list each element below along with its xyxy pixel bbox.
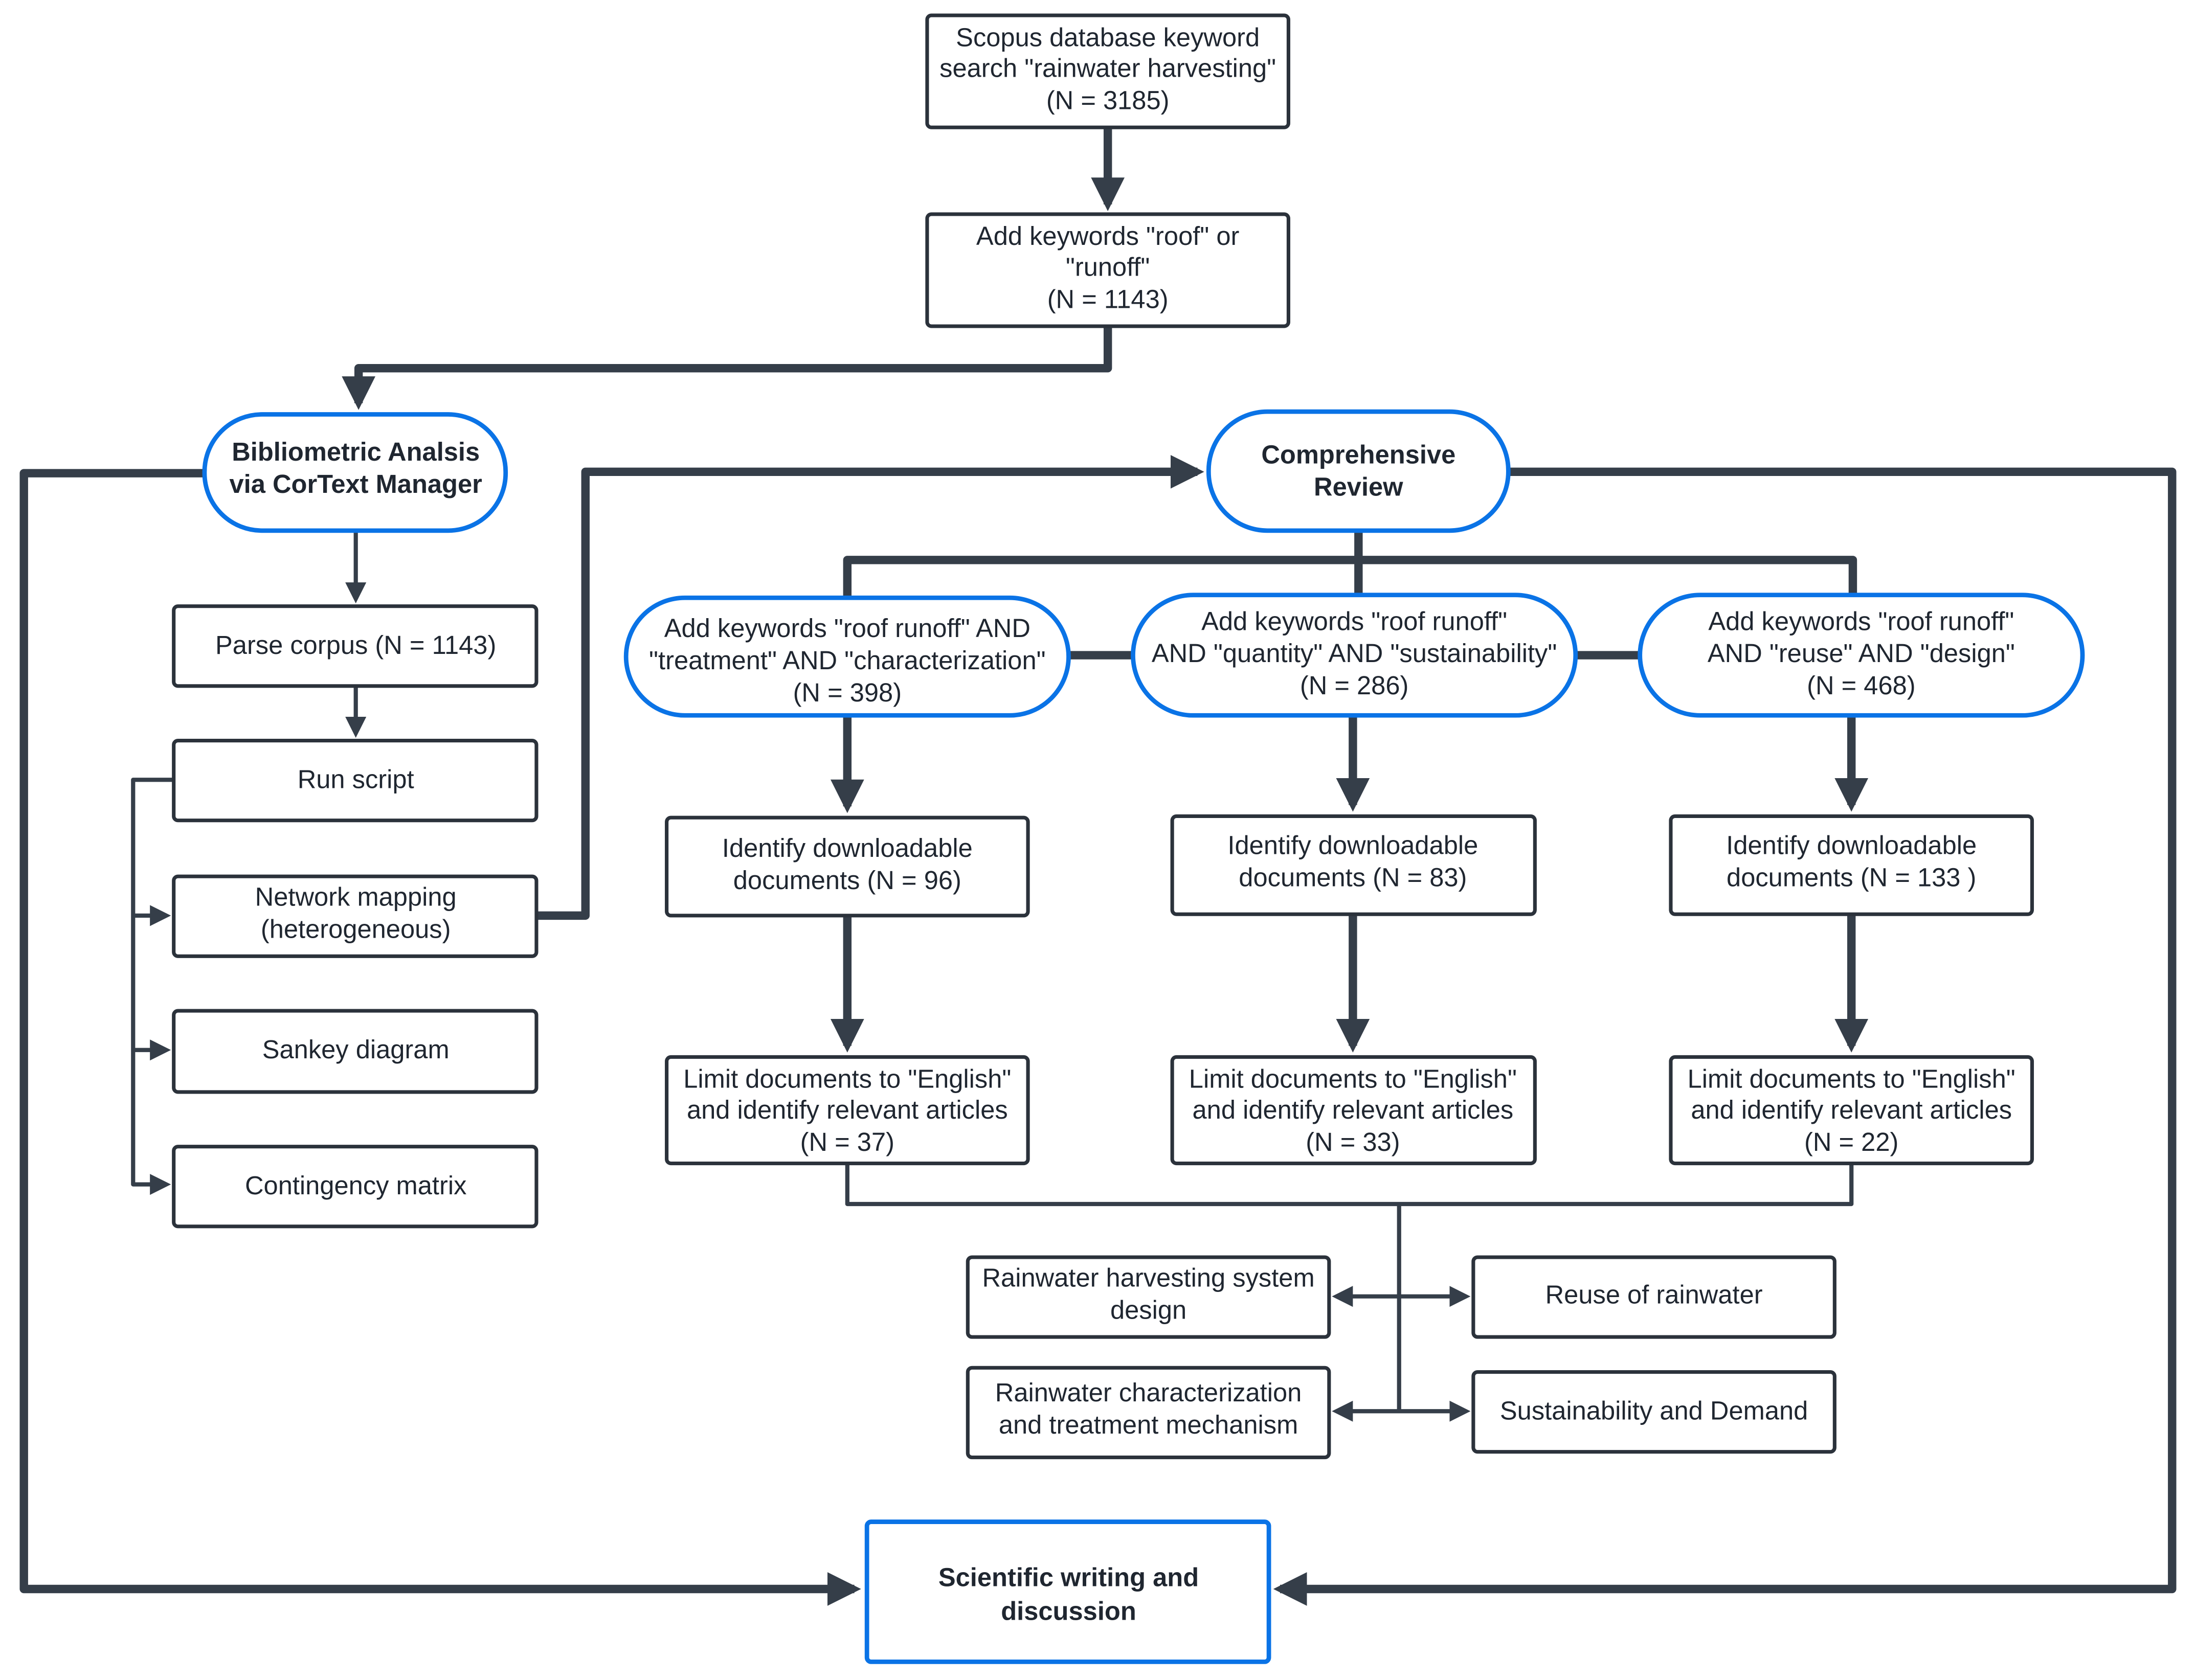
node-text: Scopus database keyword — [956, 22, 1260, 52]
edge-run-outputs — [131, 778, 174, 1195]
node-text: Rainwater characterization — [995, 1378, 1302, 1407]
edge-roof-biblio — [342, 326, 1112, 410]
node-text: (N = 22) — [1804, 1127, 1898, 1156]
node-identify-docs-3: Identify downloadable documents (N = 133… — [1669, 814, 2034, 916]
edge-comprehensive-branches — [843, 530, 1857, 598]
node-text: Identify downloadable — [722, 833, 973, 862]
node-text: Identify downloadable — [1227, 830, 1478, 859]
node-text: Add keywords "roof runoff" AND — [664, 614, 1030, 643]
node-text: Limit documents to "English" — [1688, 1064, 2015, 1094]
node-text: (N = 398) — [793, 678, 902, 707]
node-text: and treatment mechanism — [999, 1410, 1298, 1439]
edge-lim-merge — [845, 1163, 1854, 1412]
node-characterization-treatment: Rainwater characterization and treatment… — [966, 1366, 1331, 1460]
node-text: and identify relevant articles — [687, 1095, 1008, 1124]
node-add-roof-runoff: Add keywords "roof" or "runoff" (N = 114… — [925, 212, 1290, 328]
node-text: Scientific writing and — [938, 1563, 1199, 1592]
node-keywords-reuse: Add keywords "roof runoff" AND "reuse" A… — [1638, 593, 2085, 718]
node-identify-docs-1: Identify downloadable documents (N = 96) — [665, 815, 1030, 918]
node-text: Add keywords "roof runoff" — [1201, 606, 1507, 635]
node-sustainability-demand: Sustainability and Demand — [1471, 1370, 1836, 1454]
node-text: Sustainability and Demand — [1500, 1396, 1808, 1425]
node-reuse-rainwater: Reuse of rainwater — [1471, 1255, 1836, 1339]
node-keywords-treatment: Add keywords "roof runoff" AND "treatmen… — [623, 595, 1071, 718]
node-text: Parse corpus (N = 1143) — [215, 630, 496, 660]
node-text: Identify downloadable — [1726, 830, 1977, 859]
node-text: AND "reuse" AND "design" — [1708, 639, 2015, 668]
node-text: "treatment" AND "characterization" — [649, 646, 1046, 675]
node-text: Bibliometric Analsis — [232, 437, 480, 466]
node-text: documents (N = 83) — [1239, 862, 1467, 892]
edge-network-comprehensive — [536, 455, 1204, 920]
node-sankey-diagram: Sankey diagram — [172, 1009, 539, 1094]
node-text: (N = 37) — [800, 1127, 894, 1156]
edges — [19, 127, 2177, 1606]
node-text: Rainwater harvesting system — [982, 1263, 1315, 1292]
node-text: (N = 33) — [1306, 1127, 1400, 1156]
node-system-design: Rainwater harvesting system design — [966, 1255, 1331, 1339]
node-keywords-quantity: Add keywords "roof runoff" AND "quantity… — [1131, 593, 1578, 718]
node-text: Review — [1314, 472, 1403, 501]
node-text: AND "quantity" AND "sustainability" — [1152, 639, 1557, 668]
node-text: Add keywords "roof" or — [976, 221, 1240, 251]
node-text: (N = 286) — [1300, 671, 1409, 700]
node-identify-docs-2: Identify downloadable documents (N = 83) — [1170, 814, 1537, 916]
node-text: Run script — [298, 765, 414, 794]
node-bibliometric-analysis: Bibliometric Analsis via CorText Manager — [202, 412, 508, 533]
node-text: Add keywords "roof runoff" — [1708, 606, 2014, 635]
node-text: and identify relevant articles — [1691, 1095, 2012, 1124]
node-text: documents (N = 96) — [733, 866, 961, 895]
node-text: design — [1110, 1296, 1186, 1325]
node-text: Sankey diagram — [262, 1035, 450, 1064]
node-network-mapping: Network mapping (heterogeneous) — [172, 874, 539, 958]
node-run-script: Run script — [172, 739, 539, 823]
node-limit-english-2: Limit documents to "English" and identif… — [1170, 1055, 1537, 1166]
node-text: Comprehensive — [1261, 440, 1455, 469]
edge-biblio-scientific — [19, 469, 861, 1606]
node-text: documents (N = 133 ) — [1727, 862, 1976, 892]
node-text: (heterogeneous) — [261, 915, 451, 944]
node-text: Network mapping — [255, 882, 457, 912]
node-scopus-search: Scopus database keyword search "rainwate… — [925, 13, 1290, 129]
node-comprehensive-review: Comprehensive Review — [1206, 409, 1511, 533]
node-text: "runoff" — [1066, 252, 1150, 281]
node-scientific-writing: Scientific writing and discussion — [864, 1519, 1271, 1664]
node-text: (N = 1143) — [1047, 284, 1169, 313]
node-text: and identify relevant articles — [1193, 1095, 1514, 1124]
node-contingency-matrix: Contingency matrix — [172, 1145, 539, 1229]
edge-comprehensive-scientific — [1273, 467, 2177, 1606]
node-text: Contingency matrix — [245, 1171, 466, 1200]
node-text: search "rainwater harvesting" — [939, 54, 1276, 83]
node-text: Reuse of rainwater — [1545, 1280, 1763, 1309]
node-text: (N = 468) — [1807, 671, 1916, 700]
node-text: discussion — [1001, 1596, 1136, 1625]
node-text: (N = 3185) — [1046, 86, 1170, 115]
node-limit-english-1: Limit documents to "English" and identif… — [665, 1055, 1030, 1166]
node-text: Limit documents to "English" — [1189, 1064, 1517, 1094]
node-parse-corpus: Parse corpus (N = 1143) — [172, 604, 539, 688]
node-text: via CorText Manager — [229, 469, 482, 498]
node-limit-english-3: Limit documents to "English" and identif… — [1669, 1055, 2034, 1166]
node-text: Limit documents to "English" — [683, 1064, 1011, 1094]
